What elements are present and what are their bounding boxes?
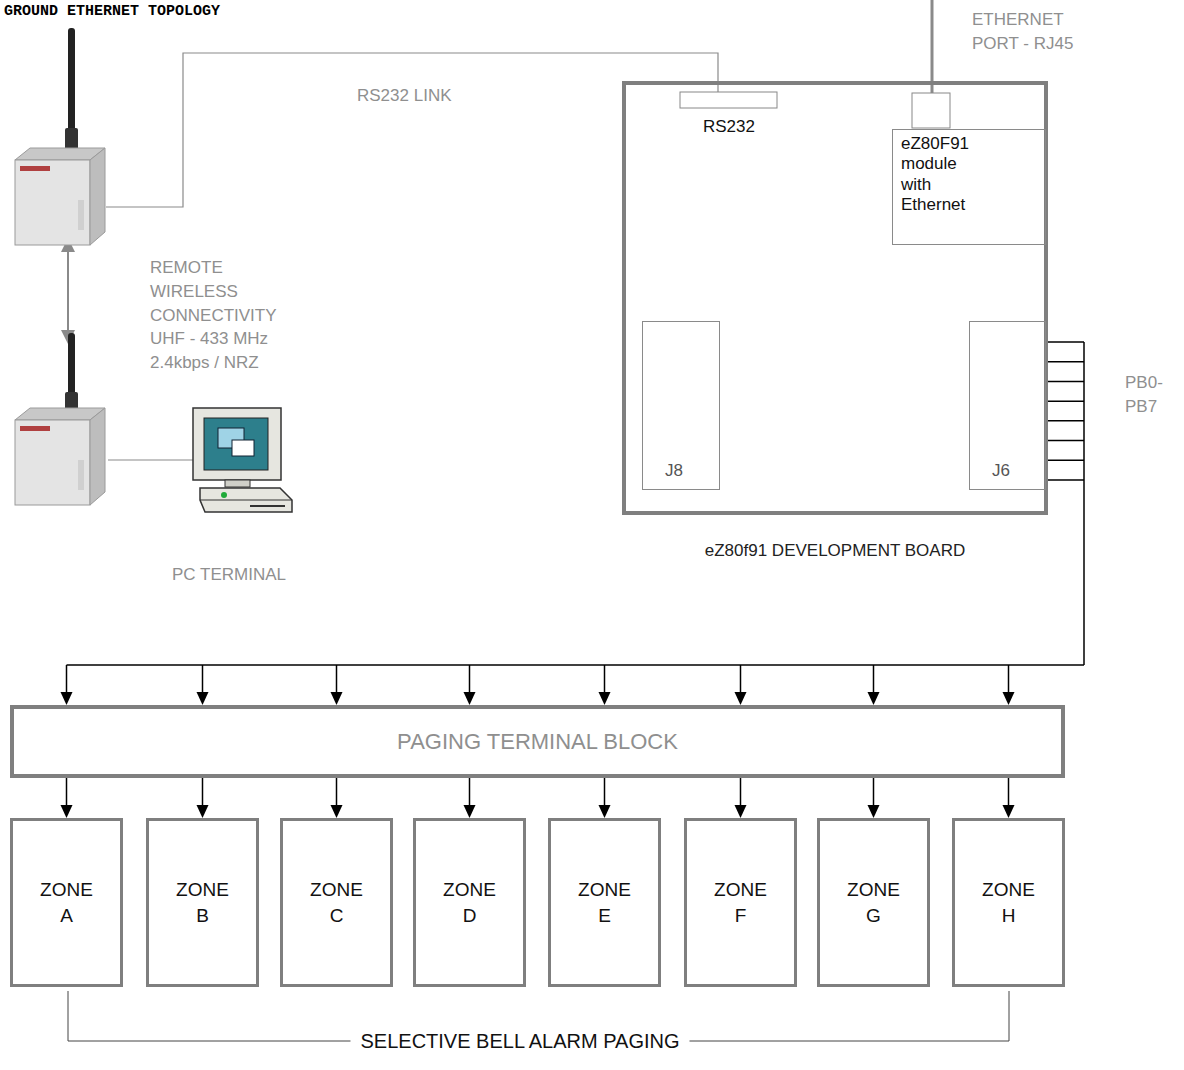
zone-box: ZONE A <box>10 818 123 987</box>
node-text: ZONE H <box>979 877 1039 928</box>
development-board: eZ80f91 DEVELOPMENT BOARDeZ80F91 module … <box>622 81 1048 515</box>
diagram-title: GROUND ETHERNET TOPOLOGY <box>4 3 220 20</box>
zone-box: ZONE H <box>952 818 1065 987</box>
drop-connector <box>331 778 343 818</box>
bus-connector <box>61 342 1085 705</box>
wireless-note: REMOTE WIRELESS CONNECTIVITY UHF - 433 M… <box>150 256 292 375</box>
ethernet-cable <box>931 0 934 93</box>
connector-label: RS232 <box>703 115 755 139</box>
zone-box: ZONE E <box>548 818 661 987</box>
pc-icon <box>193 408 292 512</box>
drop-connector <box>1003 778 1015 818</box>
link-label: RS232 LINK <box>357 84 452 108</box>
drop-connector <box>599 778 611 818</box>
pc-wire <box>108 459 204 460</box>
node-text: eZ80F91 module with Ethernet <box>901 134 983 216</box>
node-text: ZONE G <box>844 877 904 928</box>
node-text: ZONE E <box>575 877 635 928</box>
node-text: ZONE B <box>173 877 233 928</box>
zone-box: ZONE G <box>817 818 930 987</box>
terminal-block: PAGING TERMINAL BLOCK <box>10 705 1065 778</box>
port-label: ETHERNET PORT - RJ45 <box>972 8 1082 56</box>
radio-modem <box>15 28 105 245</box>
rj45-connector <box>912 93 950 128</box>
bracket-label: SELECTIVE BELL ALARM PAGING <box>350 1027 689 1055</box>
wireless-arrow <box>61 238 75 344</box>
drop-connector <box>61 778 73 818</box>
module-box: eZ80F91 module with Ethernet <box>892 129 1046 245</box>
rs232-connector <box>680 92 777 108</box>
node-text: ZONE F <box>711 877 771 928</box>
pin-label: PB0- PB7 <box>1125 371 1177 419</box>
zone-box: ZONE F <box>684 818 797 987</box>
header-box: J8 <box>642 321 720 490</box>
node-text: PAGING TERMINAL BLOCK <box>397 729 678 755</box>
zone-box: ZONE C <box>280 818 393 987</box>
node-text: ZONE A <box>37 877 97 928</box>
rs232-wire <box>106 53 718 207</box>
drop-connector <box>464 778 476 818</box>
drop-connector <box>735 778 747 818</box>
header-box: J6 <box>969 321 1046 490</box>
zone-box: ZONE D <box>413 818 526 987</box>
drop-connector <box>868 778 880 818</box>
node-text: ZONE D <box>440 877 500 928</box>
node-text: J8 <box>665 461 715 481</box>
node-text: J6 <box>992 461 1041 481</box>
drop-connector <box>197 778 209 818</box>
pc-label: PC TERMINAL <box>172 563 286 587</box>
zone-box: ZONE B <box>146 818 259 987</box>
node-text: eZ80f91 DEVELOPMENT BOARD <box>626 541 1044 561</box>
node-text: ZONE C <box>307 877 367 928</box>
radio-modem <box>15 333 105 505</box>
